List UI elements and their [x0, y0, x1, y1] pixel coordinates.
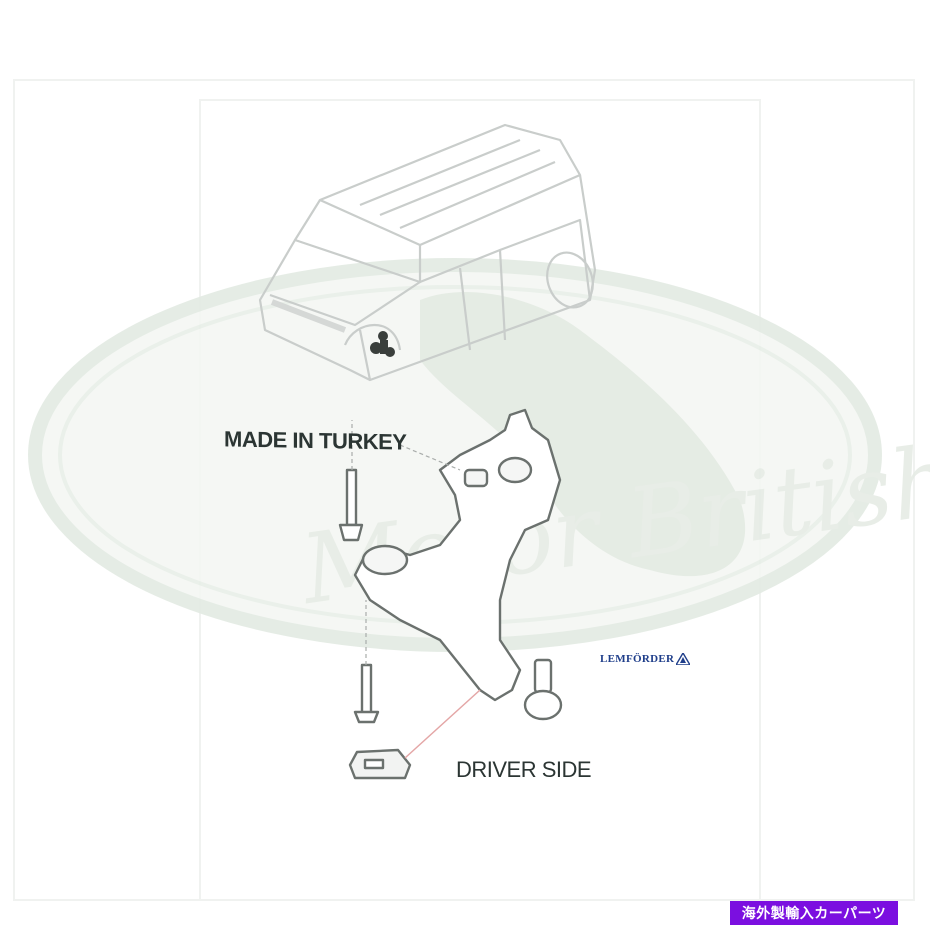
- highlight-part-on-vehicle: [370, 331, 395, 357]
- driver-side-label: DRIVER SIDE: [456, 757, 592, 782]
- control-arm-illustration: [338, 408, 563, 780]
- made-in-turkey-label: MADE IN TURKEY: [224, 426, 407, 455]
- red-leader-line: [404, 689, 481, 759]
- triangle-logo-icon: [676, 653, 691, 665]
- vehicle-illustration: [258, 123, 597, 382]
- leader-lines: [351, 420, 461, 665]
- lemforder-logo: LEMFÖRDER: [600, 653, 691, 665]
- import-parts-badge: 海外製輸入カーパーツ: [730, 901, 898, 925]
- brand-name: LEMFÖRDER: [600, 653, 675, 665]
